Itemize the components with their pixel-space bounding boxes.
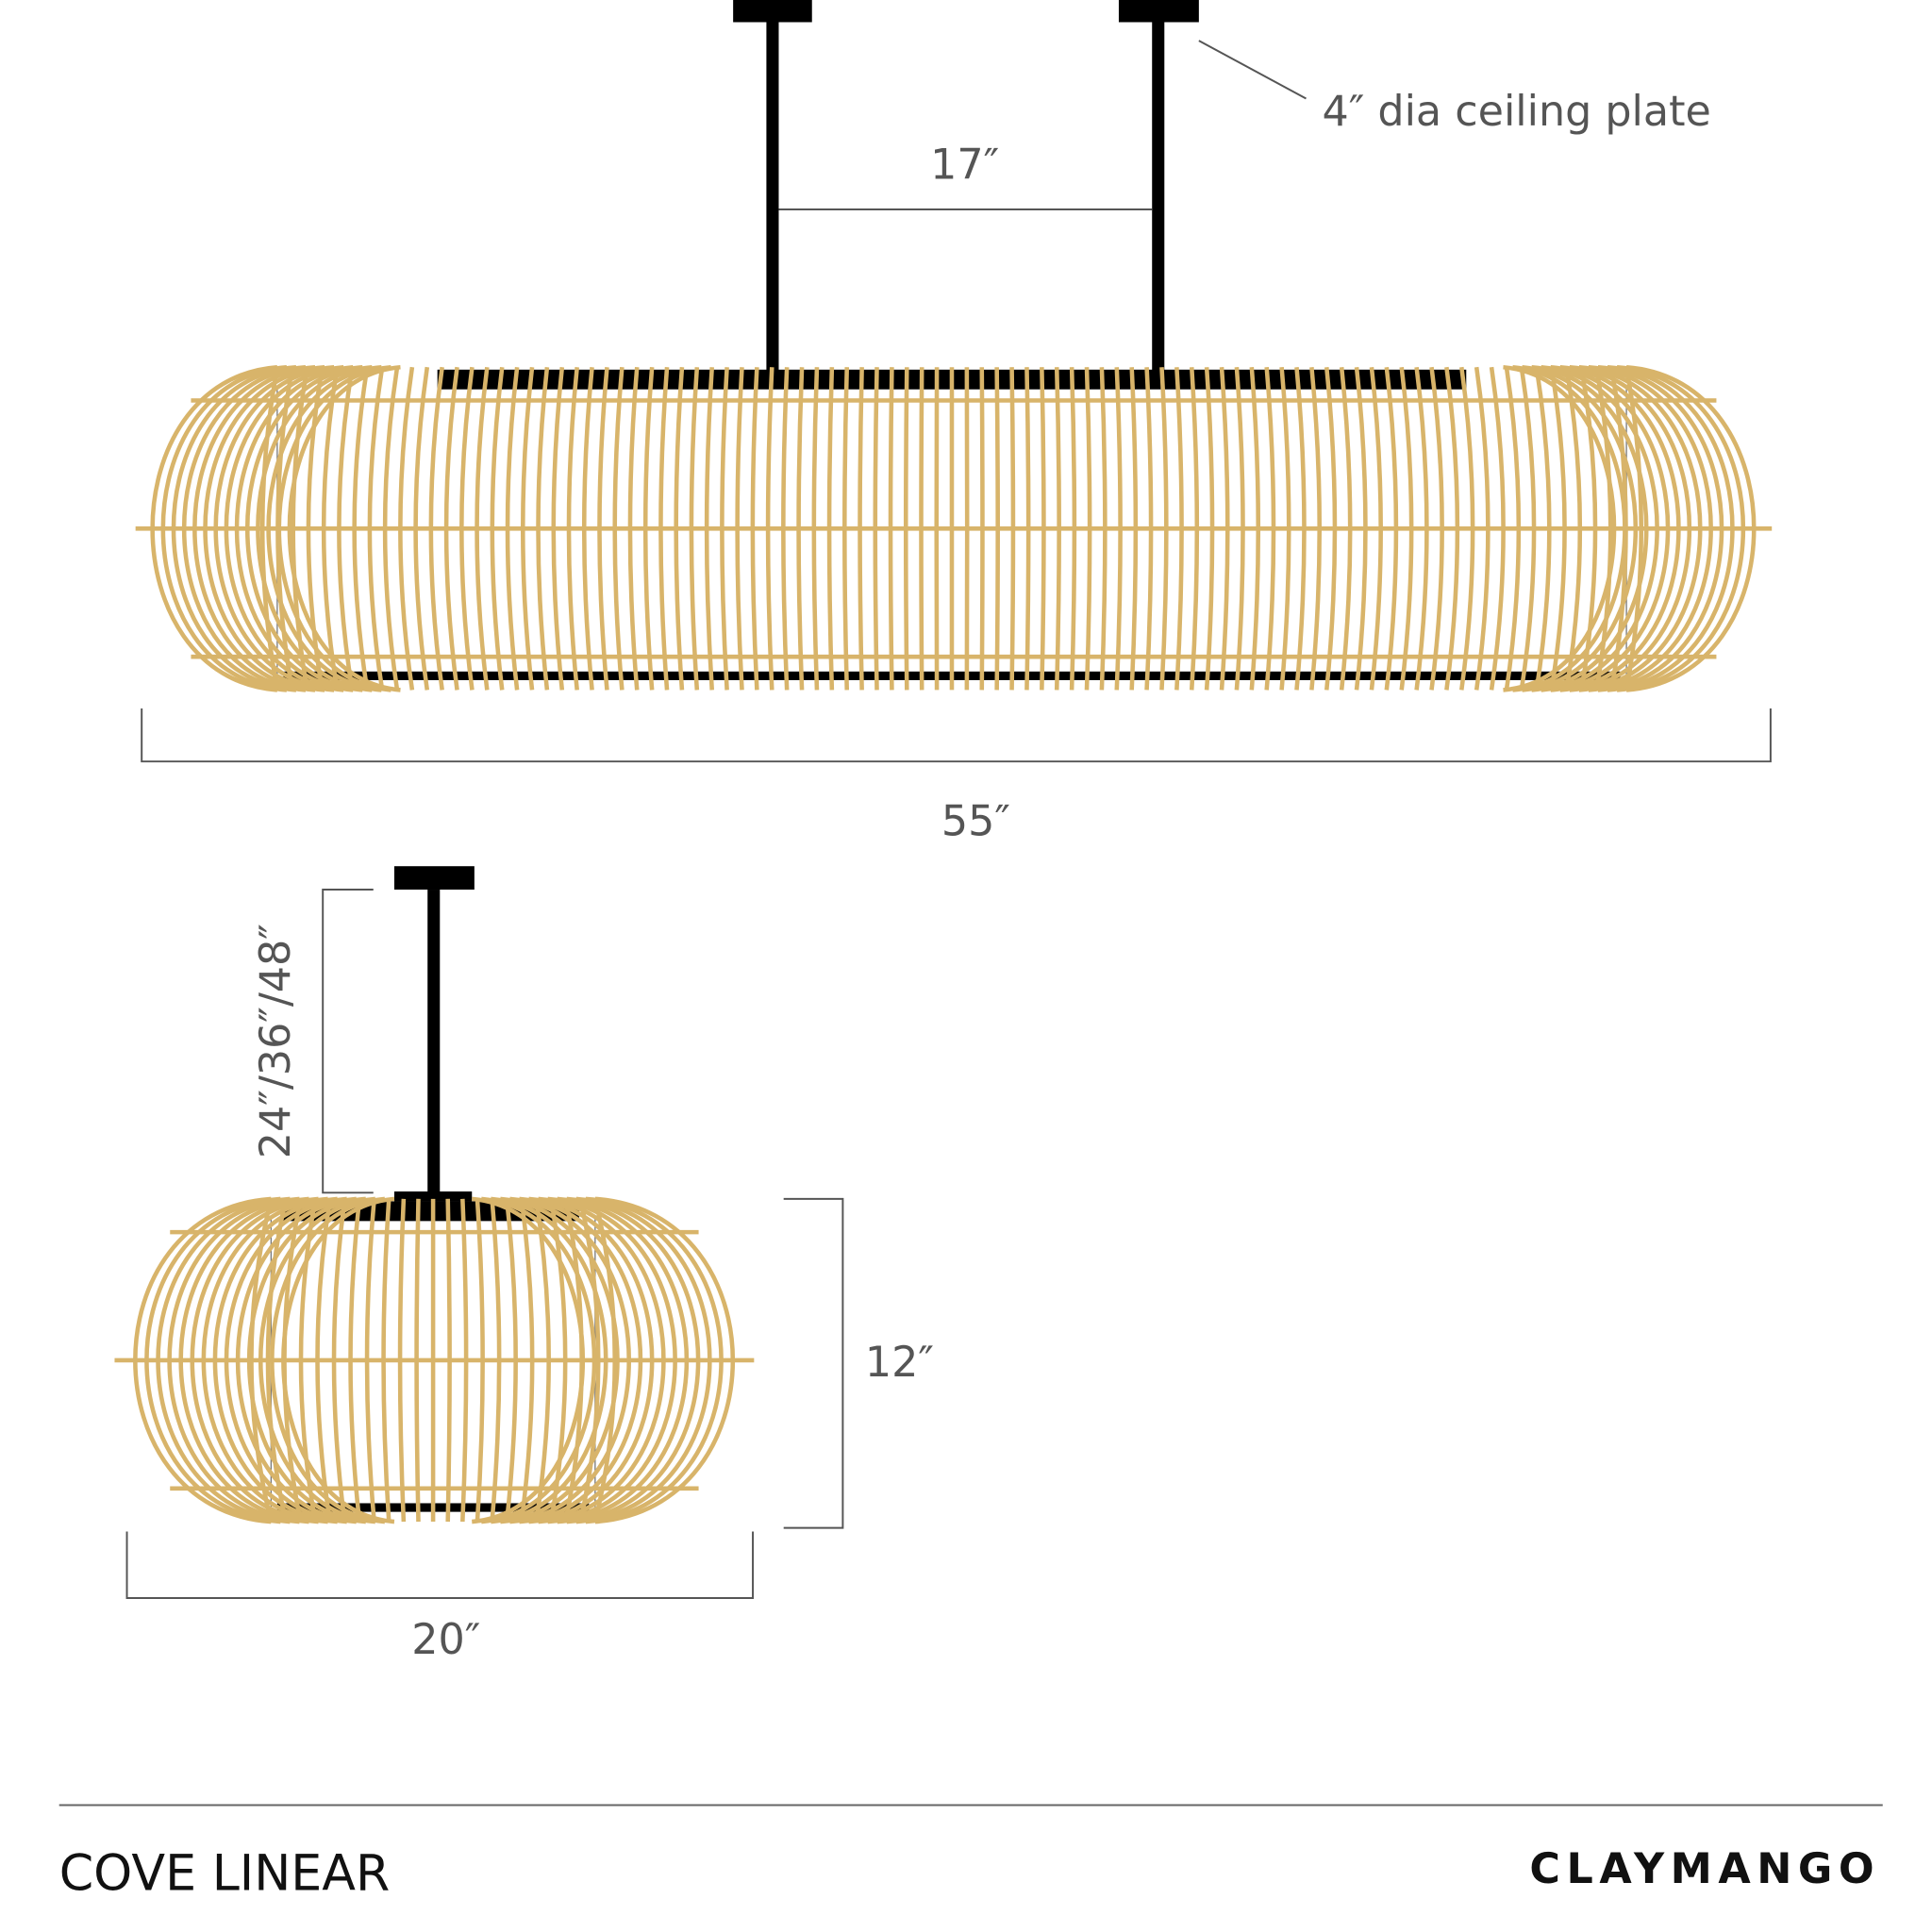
shade-side-view <box>114 1196 755 1524</box>
product-name: COVE LINEAR <box>59 1846 391 1903</box>
rod-right <box>1152 0 1165 373</box>
brand-logo: CLAYMANGO <box>1529 1845 1880 1893</box>
length-dimension: 55″ <box>141 708 1772 846</box>
length-label: 55″ <box>941 798 1010 846</box>
ceiling-plate-leader <box>1198 40 1307 100</box>
height-dimension: 12″ <box>783 1197 934 1529</box>
front-view-hardware: 17″ 4″ dia ceiling plate <box>733 0 1711 373</box>
height-label: 12″ <box>865 1339 934 1387</box>
ceiling-plate-side <box>393 866 475 891</box>
rod-side <box>427 890 441 1198</box>
linear-shade-front <box>135 364 1773 692</box>
ceiling-plate-label: 4″ dia ceiling plate <box>1322 88 1710 136</box>
drop-length-label: 24″/36″/48″ <box>252 924 300 1158</box>
side-view-hardware: 24″/36″/48″ <box>252 866 475 1202</box>
shade-mount <box>393 1191 473 1202</box>
rod-left <box>766 0 779 373</box>
rod-spacing-label: 17″ <box>930 141 999 189</box>
width-dimension: 20″ <box>125 1531 755 1664</box>
width-label: 20″ <box>411 1616 480 1664</box>
